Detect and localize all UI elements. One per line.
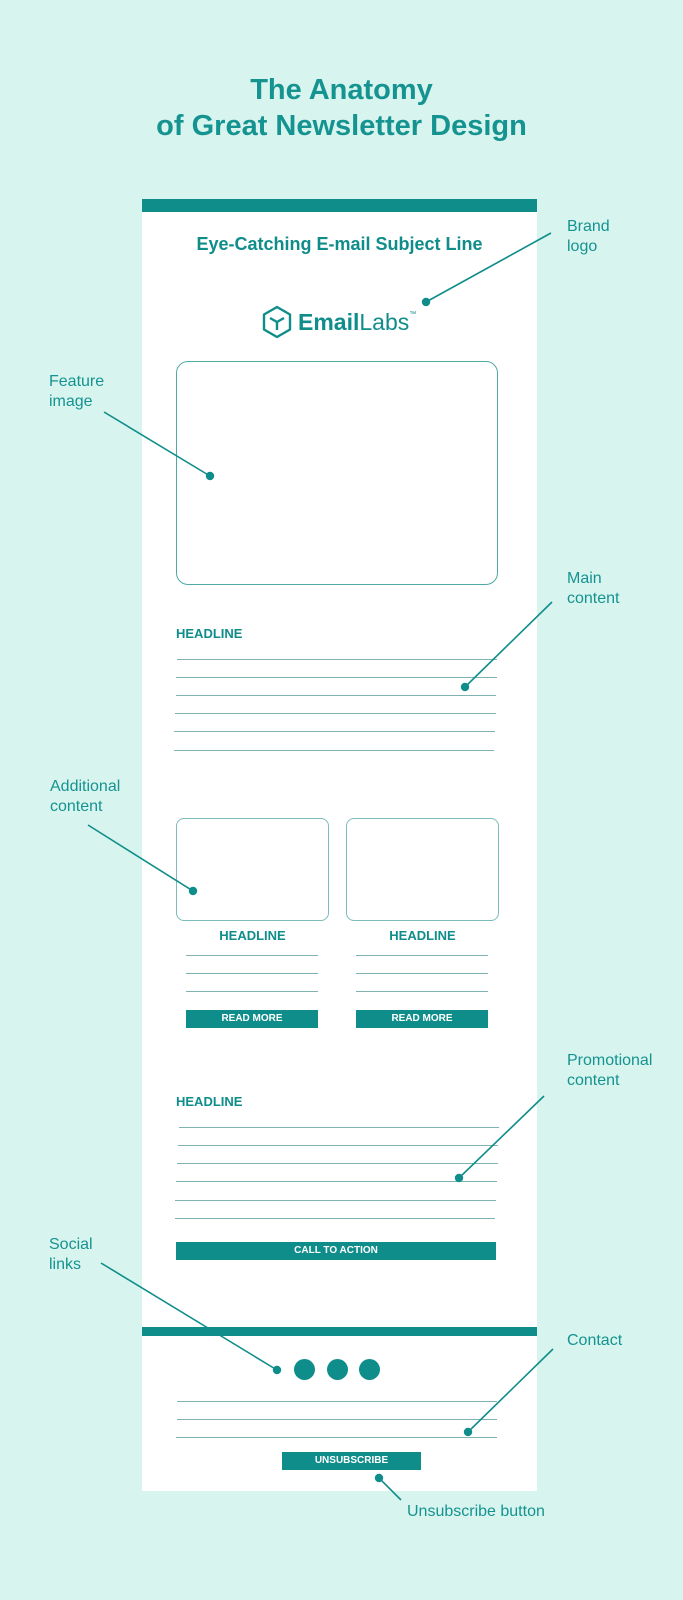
header-bar: [142, 199, 537, 212]
main-text-line: [176, 677, 497, 678]
annotation-line: Social: [49, 1236, 93, 1253]
annotation-social-links: Social links: [49, 1235, 93, 1275]
promo-headline: HEADLINE: [176, 1094, 243, 1109]
column-1-text-line: [186, 991, 318, 992]
main-text-line: [175, 713, 496, 714]
main-text-line: [174, 750, 494, 751]
unsubscribe-button[interactable]: UNSUBSCRIBE: [282, 1452, 421, 1470]
brand-logo: EmailLabs™: [262, 305, 416, 339]
page-title-line-2: of Great Newsletter Design: [156, 110, 527, 142]
annotation-brand-logo: Brand logo: [567, 217, 610, 257]
annotation-line: logo: [567, 238, 598, 255]
main-headline: HEADLINE: [176, 626, 243, 641]
annotation-line: Contact: [567, 1332, 623, 1349]
annotation-line: content: [567, 590, 620, 607]
column-2-text-line: [356, 955, 488, 956]
logo-wordmark: EmailLabs™: [298, 309, 416, 336]
contact-text-line: [177, 1419, 497, 1420]
read-more-button-1[interactable]: READ MORE: [186, 1010, 318, 1028]
promo-text-line: [178, 1145, 498, 1146]
logo-word-email: Email: [298, 308, 360, 335]
additional-image-placeholder-2: [346, 818, 499, 921]
column-2-headline: HEADLINE: [389, 928, 456, 943]
annotation-additional-content: Additional content: [50, 777, 120, 817]
annotation-contact: Contact: [567, 1331, 622, 1351]
contact-text-line: [176, 1437, 497, 1438]
footer-bar: [142, 1327, 537, 1336]
promo-text-line: [179, 1127, 499, 1128]
annotation-main-content: Main content: [567, 569, 619, 609]
annotation-line: links: [49, 1256, 82, 1273]
annotation-feature-image: Feature image: [49, 372, 104, 412]
annotation-line: content: [567, 1072, 620, 1089]
promo-text-line: [176, 1181, 497, 1182]
contact-text-line: [177, 1401, 497, 1402]
promo-text-line: [177, 1163, 498, 1164]
feature-image-placeholder: [176, 361, 498, 585]
subject-line: Eye-Catching E-mail Subject Line: [196, 234, 483, 254]
promo-text-line: [175, 1200, 496, 1201]
social-link-icon[interactable]: [294, 1359, 315, 1380]
column-1-text-line: [186, 973, 318, 974]
column-2-text-line: [356, 973, 488, 974]
annotation-line: Promotional: [567, 1052, 653, 1069]
annotation-line: Brand: [567, 218, 610, 235]
logo-trademark: ™: [409, 310, 417, 318]
main-text-line: [176, 695, 496, 696]
page-title-line-1: The Anatomy: [250, 74, 433, 106]
social-link-icon[interactable]: [327, 1359, 348, 1380]
annotation-line: image: [49, 393, 93, 410]
annotation-line: Main: [567, 570, 602, 587]
promo-text-line: [175, 1218, 495, 1219]
annotation-unsubscribe-button: Unsubscribe button: [407, 1502, 545, 1522]
page-title: The Anatomy of Great Newsletter Design: [0, 72, 683, 144]
column-1-text-line: [186, 955, 318, 956]
read-more-button-2[interactable]: READ MORE: [356, 1010, 488, 1028]
social-link-icon[interactable]: [359, 1359, 380, 1380]
call-to-action-button[interactable]: CALL TO ACTION: [176, 1242, 496, 1260]
annotation-line: Unsubscribe button: [407, 1503, 545, 1520]
additional-image-placeholder-1: [176, 818, 329, 921]
annotation-line: Additional: [50, 778, 121, 795]
logo-word-labs: Labs: [359, 308, 410, 335]
column-2-text-line: [356, 991, 488, 992]
annotation-line: Feature: [49, 373, 105, 390]
main-text-line: [174, 731, 495, 732]
column-1-headline: HEADLINE: [219, 928, 286, 943]
annotation-line: content: [50, 798, 103, 815]
main-text-line: [177, 659, 497, 660]
annotation-promotional-content: Promotional content: [567, 1051, 652, 1091]
cube-hexagon-icon: [262, 305, 292, 339]
